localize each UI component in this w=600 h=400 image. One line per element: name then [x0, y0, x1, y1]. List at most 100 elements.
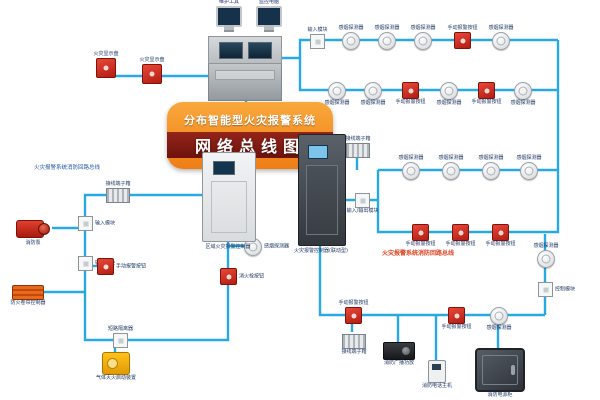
- device-label: 气体灭火启动装置: [95, 375, 137, 381]
- fire-display-icon: [142, 64, 162, 84]
- output-module: 输出模块: [78, 256, 115, 271]
- device-label: 消防广播功放: [383, 360, 415, 366]
- roller-shutter-controller: 防火卷帘控制器: [10, 285, 46, 306]
- device-label: 感烟探测器: [533, 242, 559, 249]
- device-label: 接线端子箱: [341, 349, 367, 355]
- smoke-detector: 感烟探测器: [516, 155, 542, 180]
- manual-call-point: 手动报警按钮: [485, 224, 516, 247]
- fire-display-icon: [96, 58, 116, 78]
- smoke-detector-icon: [378, 32, 396, 50]
- manual-call-point-icon: [402, 82, 419, 99]
- smoke-detector-icon: [514, 82, 532, 100]
- device-label: 消防泵: [25, 240, 41, 246]
- device-label: 手动报警按钮: [485, 241, 516, 247]
- device-label: 接线端子箱: [345, 135, 371, 142]
- smoke-detector-icon: [492, 32, 510, 50]
- hydrant-button: 消火栓按钮: [220, 268, 264, 285]
- control-module: 控制模块: [538, 282, 575, 297]
- console-screens: [208, 36, 282, 64]
- device-label: 接线端子箱: [105, 180, 131, 187]
- device-label: 感烟探测器: [398, 154, 424, 161]
- smoke-detector-icon: [490, 307, 508, 325]
- banner-title: 分布智能型火灾报警系统: [184, 114, 316, 127]
- device-label: 防火卷帘控制器: [10, 300, 46, 306]
- manual-call-point: 手动报警按钮: [471, 82, 502, 105]
- manual-call-point-icon: [478, 82, 495, 99]
- amplifier-icon: [383, 342, 415, 360]
- device-label: 感烟探测器: [486, 325, 512, 331]
- fire-pump-icon: [16, 216, 50, 240]
- left-bus-label: 火灾报警系统消防回路总线: [34, 165, 101, 171]
- device-label: 输入模块: [95, 219, 116, 226]
- module-icon: [355, 193, 370, 208]
- manual-call-point-icon: [97, 258, 114, 275]
- smoke-detector-icon: [328, 82, 346, 100]
- fire-pump: 消防泵: [16, 216, 50, 246]
- device-label: 消防电话主机: [421, 383, 453, 389]
- terminal-box: 接线端子箱: [105, 181, 131, 203]
- manual-call-point: 手动报警按钮: [445, 224, 476, 247]
- fire-display-panel: 火灾显示盘: [139, 57, 165, 84]
- smoke-detector-icon: [414, 32, 432, 50]
- module-icon: [78, 256, 93, 271]
- device-label: 火灾显示盘: [139, 56, 165, 63]
- monitor-icon: [216, 6, 242, 27]
- fire-display-panel: 火灾显示盘: [93, 51, 119, 78]
- terminal-box-icon: [346, 143, 370, 158]
- monitor-icon: [256, 6, 282, 27]
- device-label: 火灾显示盘: [93, 50, 119, 57]
- smoke-detector: 感烟探测器: [488, 25, 514, 50]
- smoke-detector: 感烟探测器: [533, 243, 559, 268]
- device-label: 消火栓按钮: [239, 272, 265, 279]
- right-bus-label: 火灾报警系统消防回路总线: [382, 250, 455, 257]
- smoke-detector: 感烟探测器: [374, 25, 400, 50]
- terminal-box: 接线端子箱: [341, 334, 367, 355]
- manual-call-point-icon: [452, 224, 469, 241]
- manual-call-point-icon: [345, 307, 362, 324]
- console-screen-icon: [218, 41, 243, 59]
- manual-call-point-icon: [454, 32, 471, 49]
- manual-call-point-icon: [492, 224, 509, 241]
- fire-telephone-icon: [428, 360, 446, 383]
- banner-subtitle: 网络总线图: [194, 137, 305, 156]
- device-label: 控制模块: [555, 285, 576, 292]
- io-module: 输入/输出模块: [347, 193, 378, 214]
- module-icon: [538, 282, 553, 297]
- manual-call-point: 手动报警按钮: [97, 258, 146, 275]
- smoke-detector: 感烟探测器: [438, 155, 464, 180]
- device-label: 手动报警按钮: [405, 241, 436, 247]
- zone-alarm-controller-cabinet: [202, 152, 256, 242]
- smoke-detector: 感烟探测器: [478, 155, 504, 180]
- device-label: 感烟探测器: [436, 100, 462, 106]
- monitor-workstation: 监控电脑: [256, 0, 282, 27]
- gas-extinguishing-device: 气体灭火启动装置: [96, 352, 136, 381]
- device-label: 感烟探测器: [410, 24, 436, 31]
- device-label: 手动报警按钮: [116, 262, 147, 269]
- manual-call-point: 手动报警按钮: [441, 307, 472, 330]
- device-label: 感烟探测器: [338, 24, 364, 31]
- terminal-box-icon: [342, 334, 366, 349]
- broadcast-amplifier: 消防广播功放: [383, 342, 415, 366]
- terminal-box: 接线端子箱: [345, 136, 371, 158]
- module-icon: [113, 333, 128, 348]
- manual-call-point: 手动报警按钮: [338, 300, 369, 324]
- device-label: 输入模块: [307, 26, 328, 33]
- power-cabinet-icon: [475, 348, 525, 392]
- device-label: 消防电源柜: [487, 392, 513, 398]
- smoke-detector: 感烟探测器: [486, 307, 512, 331]
- device-label: 感烟探测器: [510, 100, 536, 106]
- smoke-detector: 感烟探测器: [398, 155, 424, 180]
- input-module: 输入模块: [78, 216, 115, 231]
- module-icon: [78, 216, 93, 231]
- device-label: 监控电脑: [258, 0, 280, 5]
- device-label: 短路隔离器: [107, 325, 134, 332]
- gas-device-icon: [102, 352, 130, 375]
- smoke-detector-icon: [537, 250, 555, 268]
- device-label: 感烟探测器: [374, 24, 400, 31]
- manual-call-point: 手动报警按钮: [405, 224, 436, 247]
- device-label: 手动报警按钮: [441, 324, 472, 330]
- device-label: 感烟探测器: [516, 154, 542, 161]
- fire-telephone: 消防电话主机: [422, 360, 452, 389]
- shutter-controller-icon: [12, 285, 44, 300]
